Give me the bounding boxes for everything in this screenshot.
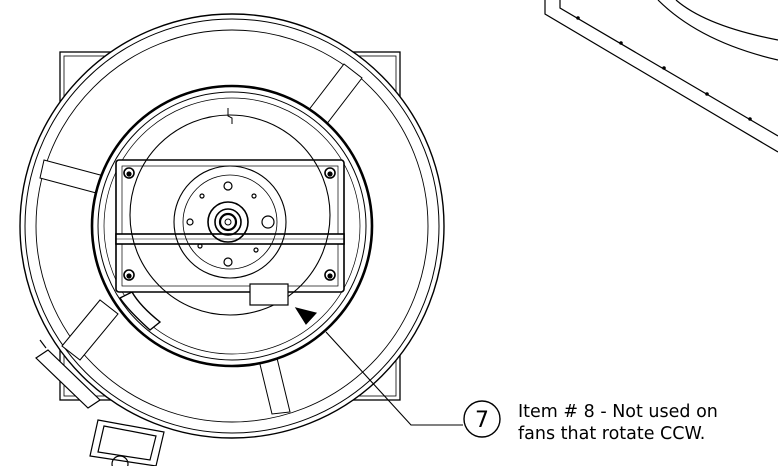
fan-disk [129, 114, 331, 316]
callout-number: 7 [475, 408, 489, 433]
outer-ring-inner-edge [24, 18, 440, 434]
leader-line [294, 307, 463, 426]
perspective-plate [544, 0, 778, 153]
hub [207, 201, 249, 243]
hub-holes [186, 181, 275, 267]
actuator-assembly [35, 339, 165, 466]
label-box [249, 283, 289, 306]
callout-note-line1: Item # 8 - Not used on [518, 402, 718, 422]
backing-plate [115, 159, 345, 293]
callout-balloon [463, 400, 501, 438]
top-tab [227, 108, 233, 124]
plate-holes [576, 16, 752, 121]
curved-guard [118, 291, 162, 331]
mounting-bar [115, 233, 345, 245]
callout-note-line2: fans that rotate CCW. [518, 424, 705, 444]
outer-ring-flange [35, 29, 429, 423]
